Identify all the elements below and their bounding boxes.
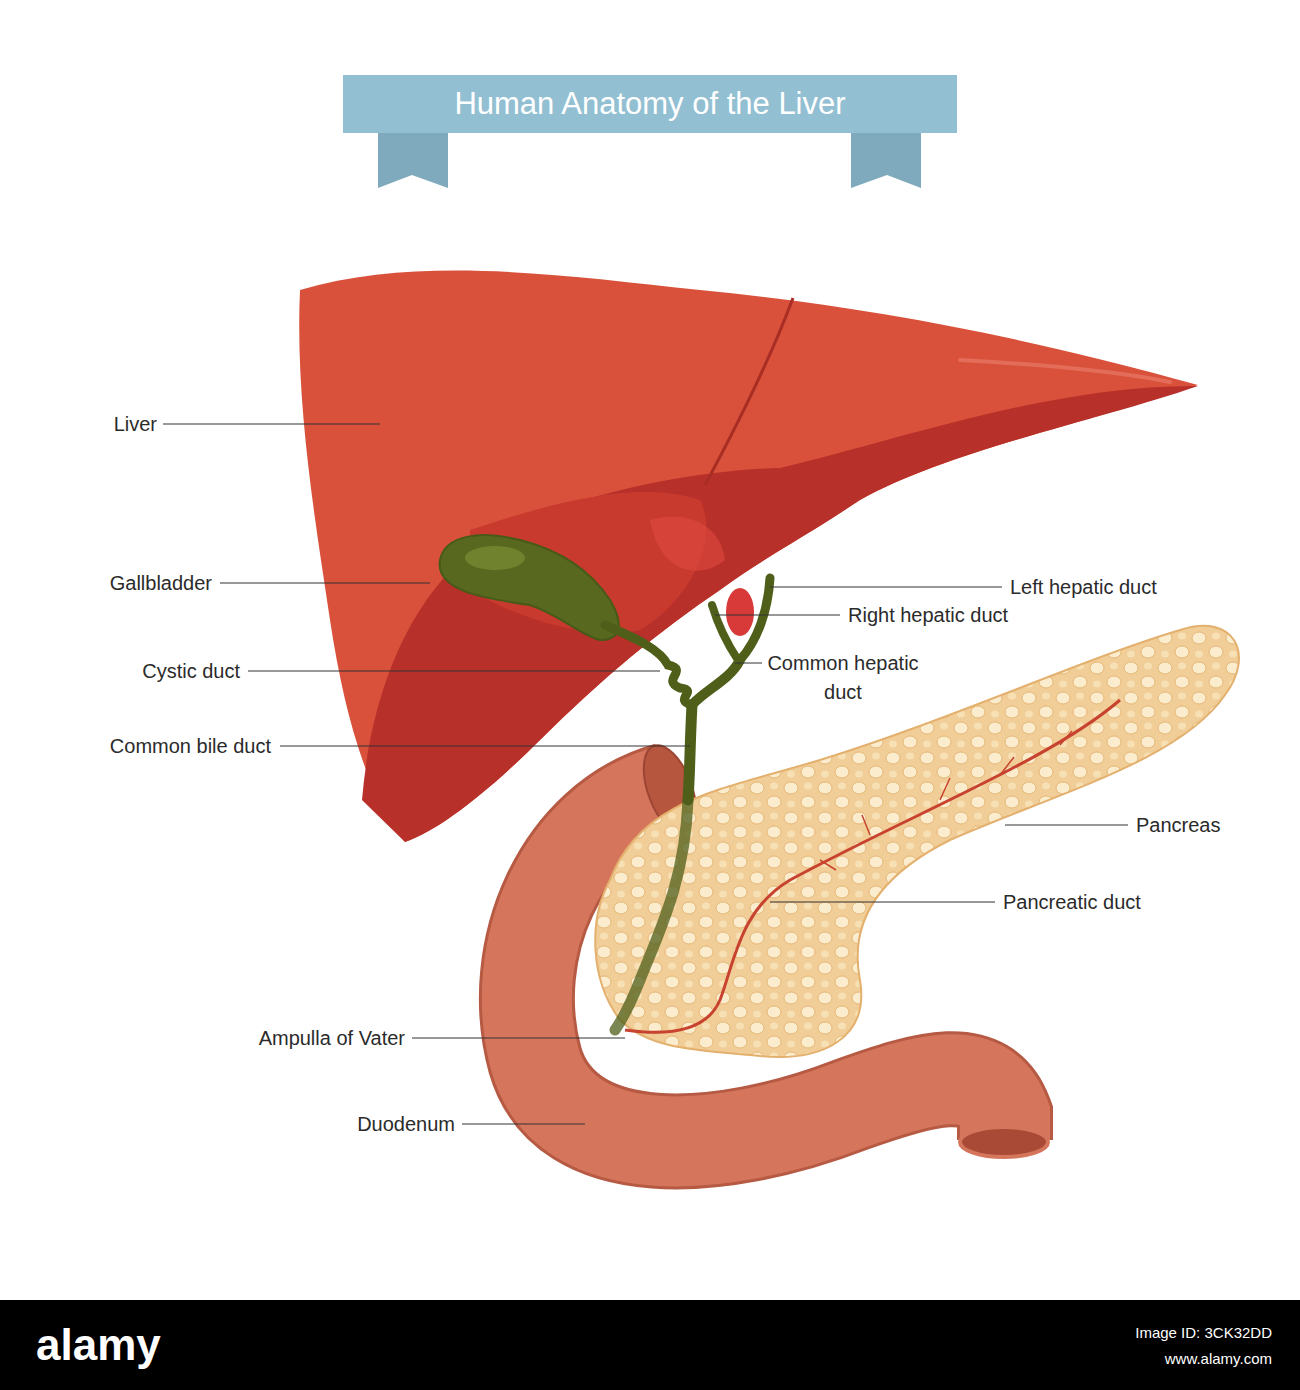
watermark-url: www.alamy.com: [1165, 1348, 1272, 1369]
title-ribbon: [343, 75, 957, 133]
ribbon-tail: [378, 133, 448, 188]
footer-bar: [0, 1300, 1300, 1390]
common-bile-duct: [688, 705, 692, 800]
duct-label: Common bile duct: [110, 734, 271, 758]
falciform-ligament: [705, 298, 793, 485]
gallbladder: [440, 535, 619, 640]
watermark-id: Image ID: 3CK32DD: [1135, 1322, 1272, 1343]
organ-label: Liver: [114, 412, 157, 436]
structure-label: Ampulla of Vater: [259, 1026, 405, 1050]
duodenum-opening: [960, 1127, 1048, 1157]
pancreas: [595, 626, 1239, 1057]
organ-label: Duodenum: [357, 1112, 455, 1136]
duct-label: Left hepatic duct: [1010, 575, 1157, 599]
liver-shine: [650, 516, 725, 570]
gallbladder-shine: [465, 546, 525, 570]
duct-branch: [820, 731, 1072, 870]
liver-highlight: [960, 360, 1170, 382]
common-hepatic-duct: [692, 660, 740, 705]
liver-underside: [362, 386, 1198, 842]
title: Human Anatomy of the Liver: [343, 75, 957, 133]
watermark-logo: alamy: [36, 1320, 161, 1370]
duct-label: Pancreatic duct: [1003, 890, 1141, 914]
liver: [299, 271, 1198, 842]
organ-label: Gallbladder: [110, 571, 212, 595]
leader-lines: [163, 424, 1128, 1124]
duct-label: Common hepatic duct: [758, 649, 928, 707]
cystic-duct: [605, 625, 692, 705]
duct-label: Right hepatic duct: [848, 603, 1008, 627]
hepatic-vessel: [726, 588, 754, 636]
ribbon-tail: [851, 133, 921, 188]
pancreatic-duct: [625, 700, 1120, 1032]
common-bile-duct: [615, 800, 688, 1030]
left-hepatic-duct: [740, 578, 770, 660]
right-hepatic-duct: [712, 605, 738, 660]
duct-label: Cystic duct: [142, 659, 240, 683]
organ-label: Pancreas: [1136, 813, 1221, 837]
